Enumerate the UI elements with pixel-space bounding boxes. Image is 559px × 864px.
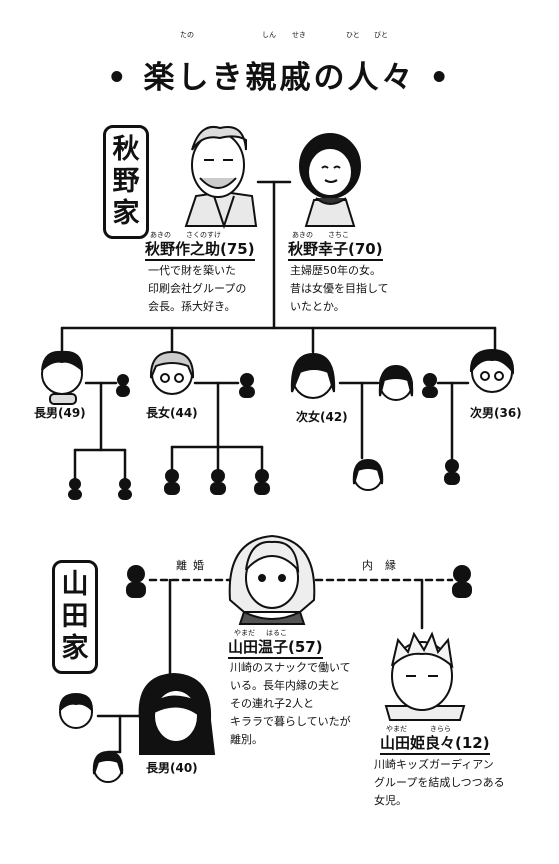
eldest-daughter-label: 長女(44) bbox=[146, 406, 198, 420]
himera-name-ruby: やまだ きらら bbox=[384, 724, 504, 734]
grandchild-portrait bbox=[352, 458, 384, 491]
family-label-char: 家 bbox=[112, 198, 140, 229]
silhouette-grandchild bbox=[118, 478, 132, 500]
ruby-text: たの bbox=[180, 31, 194, 39]
family-label-char: 秋 bbox=[112, 134, 140, 165]
description-line: 女児。 bbox=[374, 794, 407, 807]
himera-name: 山田姫良々(12) bbox=[380, 732, 490, 755]
grandpa-name-ruby: あきの さくのすけ bbox=[148, 230, 268, 240]
grandpa-portrait bbox=[184, 126, 258, 230]
second-daughter-label: 次女(42) bbox=[296, 410, 348, 424]
silhouette-grandchild bbox=[254, 469, 270, 495]
ruby-text: あきの bbox=[150, 231, 171, 239]
silhouette-spouse-chojo bbox=[239, 373, 255, 398]
second-son-portrait bbox=[469, 348, 515, 393]
grandma-name-text: 秋野幸子(70) bbox=[288, 240, 383, 261]
page-title-text: 楽しき親戚の人々 bbox=[143, 60, 416, 96]
common-law-label: 内縁 bbox=[362, 559, 408, 572]
silhouette-ex-husband bbox=[126, 565, 146, 598]
grandma-portrait bbox=[299, 133, 361, 227]
himera-description: 川崎キッズガーディアン グループを結成しつつある 女児。 bbox=[374, 756, 524, 810]
ruby-text: ひと bbox=[346, 31, 360, 39]
ruby-text: はるこ bbox=[266, 629, 287, 637]
ruby-text: さちこ bbox=[328, 231, 349, 239]
eldest-son-portrait bbox=[41, 350, 84, 405]
ruby-text: しん bbox=[262, 31, 276, 39]
grandma-name: 秋野幸子(70) bbox=[288, 238, 383, 261]
silhouette-spouse-jinan bbox=[422, 373, 438, 398]
eldest-daughter-portrait bbox=[149, 350, 195, 395]
ruby-text: あきの bbox=[292, 231, 313, 239]
description-line: いる。長年内縁の夫と bbox=[230, 679, 340, 692]
ruby-text: やまだ bbox=[234, 629, 255, 637]
akino-family-label: 秋 野 家 bbox=[103, 125, 149, 239]
description-line: 会長。孫大好き。 bbox=[148, 300, 236, 313]
ruby-text: さくのすけ bbox=[186, 231, 221, 239]
description-line: その連れ子2人と bbox=[230, 697, 314, 710]
grandchild-portrait bbox=[92, 750, 124, 783]
silhouette-spouse-chonan bbox=[116, 374, 130, 397]
second-daughter-portrait bbox=[290, 352, 336, 399]
family-label-char: 田 bbox=[61, 601, 89, 632]
ruby-text: きらら bbox=[430, 725, 451, 733]
page-title: • 楽しき親戚の人々 • bbox=[0, 52, 559, 97]
haruko-description: 川崎のスナックで働いて いる。長年内縁の夫と その連れ子2人と キララで暮らして… bbox=[230, 659, 370, 749]
silhouette-grandchild bbox=[68, 478, 82, 500]
second-son-label: 次男(36) bbox=[470, 406, 522, 420]
grandchild-portrait bbox=[59, 692, 94, 729]
haruko-name: 山田温子(57) bbox=[228, 636, 323, 659]
grandpa-name-text: 秋野作之助(75) bbox=[145, 240, 255, 261]
description-line: 離別。 bbox=[230, 733, 263, 746]
description-line: グループを結成しつつある bbox=[374, 776, 505, 789]
grandma-description: 主婦歴50年の女。 昔は女優を目指して いたとか。 bbox=[290, 262, 420, 316]
description-line: キララで暮らしていたが bbox=[230, 715, 351, 728]
grandma-name-ruby: あきの さちこ bbox=[290, 230, 410, 240]
description-line: 川崎のスナックで働いて bbox=[230, 661, 351, 674]
ruby-text: せき bbox=[292, 31, 306, 39]
title-bullet: • bbox=[429, 60, 453, 96]
description-line: いたとか。 bbox=[290, 300, 345, 313]
eldest-son-label: 長男(49) bbox=[34, 406, 86, 420]
grandpa-description: 一代で財を築いた 印刷会社グループの 会長。孫大好き。 bbox=[148, 262, 273, 316]
son-portrait bbox=[138, 672, 216, 755]
family-label-char: 野 bbox=[112, 166, 140, 197]
description-line: 一代で財を築いた bbox=[148, 264, 236, 277]
silhouette-grandchild bbox=[210, 469, 226, 495]
second-daughter-spouse-portrait bbox=[378, 364, 414, 401]
silhouette-grandchild bbox=[164, 469, 180, 495]
divorce-label: 離婚 bbox=[176, 559, 210, 572]
yamada-family-label: 山 田 家 bbox=[52, 560, 98, 674]
himera-portrait bbox=[384, 631, 466, 721]
haruko-name-ruby: やまだ はるこ bbox=[232, 628, 352, 638]
description-line: 主婦歴50年の女。 bbox=[290, 264, 381, 277]
yamada-son-label: 長男(40) bbox=[146, 761, 198, 775]
silhouette-grandchild bbox=[444, 459, 460, 485]
himera-name-text: 山田姫良々(12) bbox=[380, 734, 490, 755]
grandpa-name: 秋野作之助(75) bbox=[145, 238, 255, 261]
silhouette-common-law-husband bbox=[452, 565, 472, 598]
title-bullet: • bbox=[106, 60, 130, 96]
family-label-char: 家 bbox=[61, 633, 89, 664]
haruko-name-text: 山田温子(57) bbox=[228, 638, 323, 659]
family-label-char: 山 bbox=[61, 569, 89, 600]
description-line: 昔は女優を目指して bbox=[290, 282, 389, 295]
title-ruby: たの しん せき ひと びと bbox=[168, 30, 408, 42]
haruko-portrait bbox=[228, 534, 316, 625]
description-line: 川崎キッズガーディアン bbox=[374, 758, 494, 771]
description-line: 印刷会社グループの bbox=[148, 282, 247, 295]
ruby-text: やまだ bbox=[386, 725, 407, 733]
ruby-text: びと bbox=[374, 31, 388, 39]
